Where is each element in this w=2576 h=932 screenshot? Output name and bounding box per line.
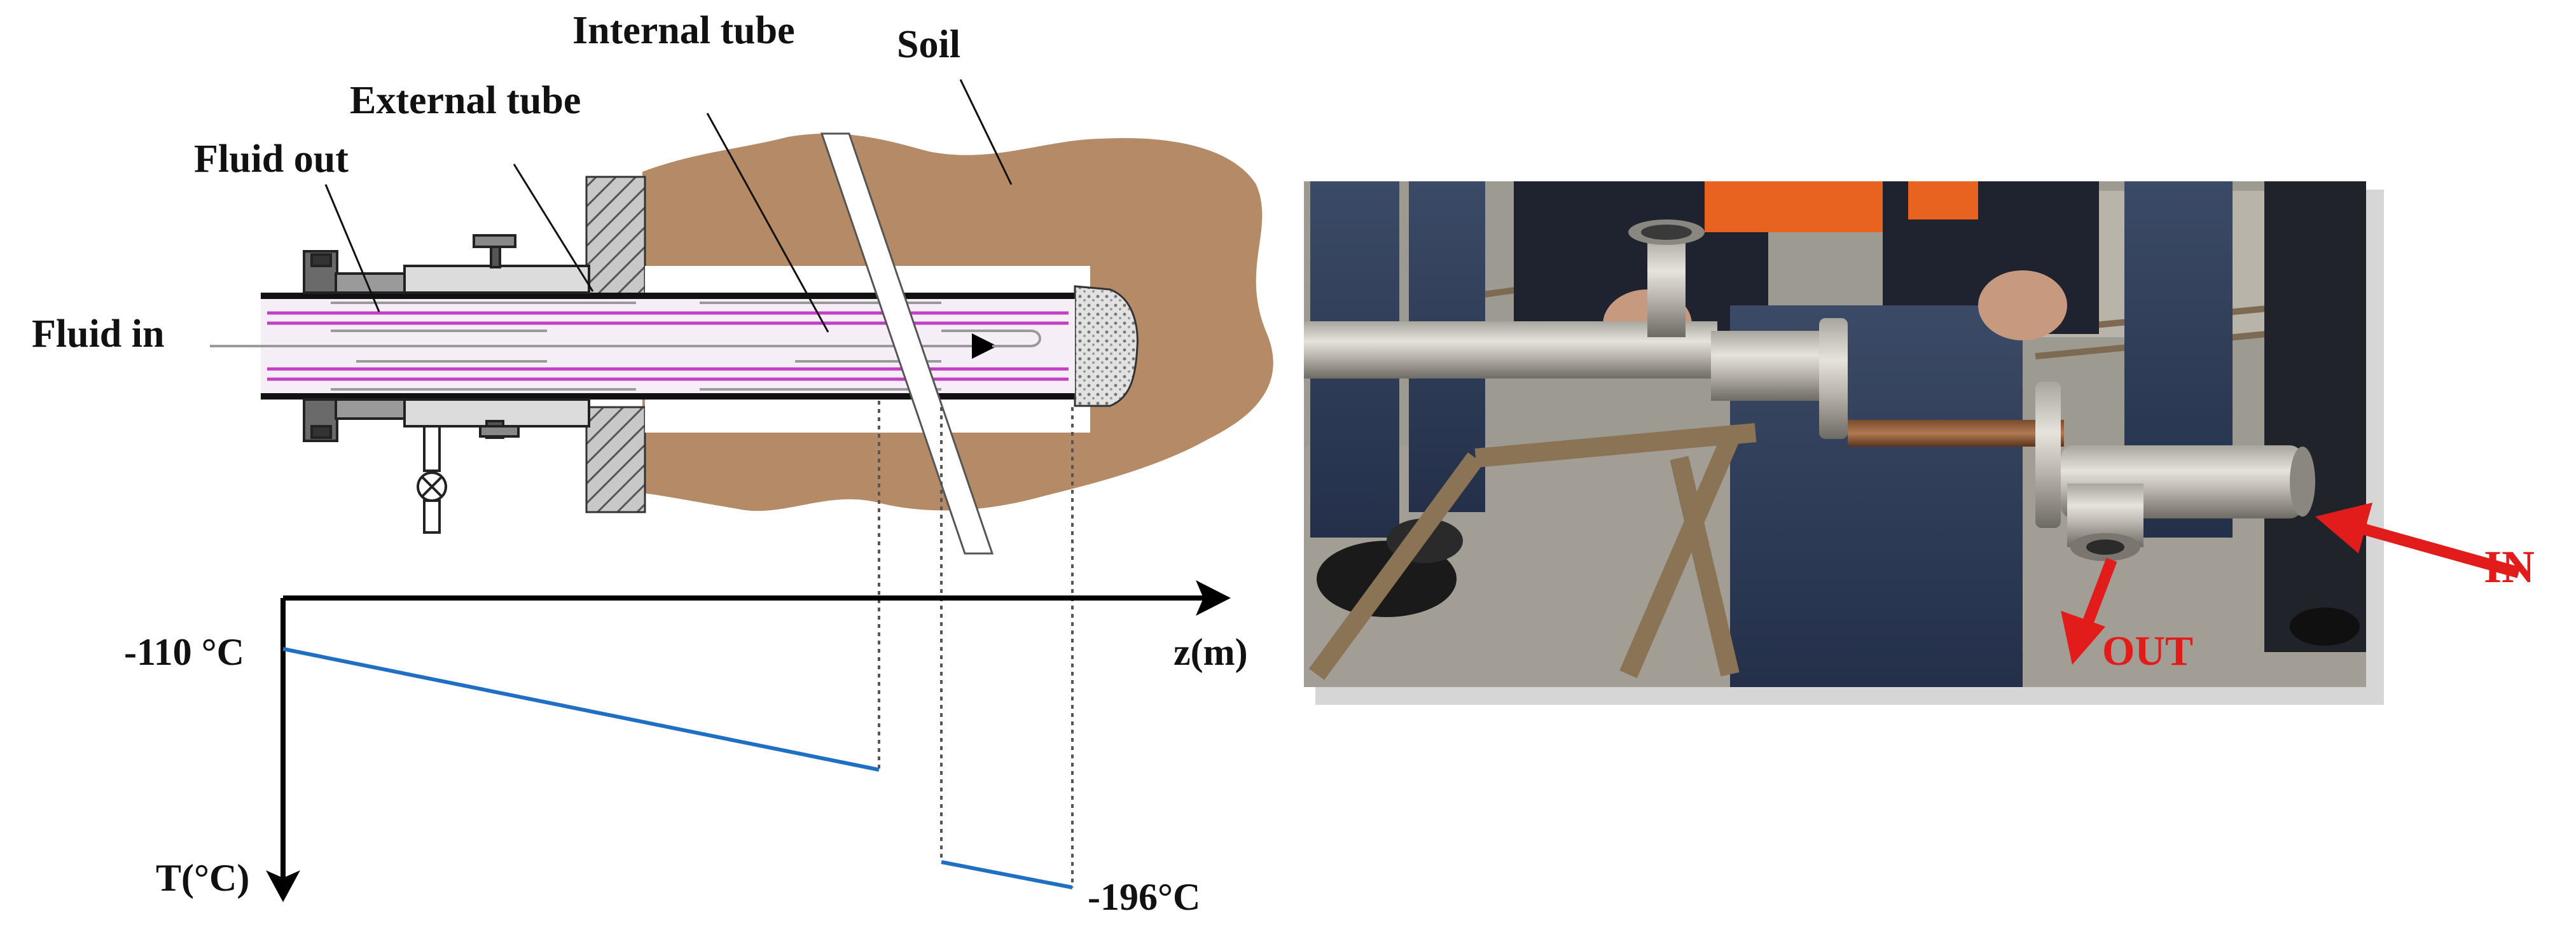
photo-inner-rod: [1848, 420, 2064, 447]
section-break: [820, 132, 994, 555]
temp-start-label: -110 °C: [124, 631, 244, 673]
label-leaders: [324, 79, 1013, 333]
out-arrow-head: [2061, 611, 2105, 665]
soil-label: Soil: [897, 23, 960, 66]
temperature-axes: [266, 580, 1231, 902]
in-label: IN: [2484, 541, 2535, 592]
external-tube-wall-top: [261, 293, 1088, 299]
z-axis-arrowhead: [1196, 580, 1231, 616]
internal-tube: [267, 311, 1069, 381]
profile-segment-1: [282, 647, 880, 772]
internal-tube-label: Internal tube: [572, 9, 795, 52]
ground-probe-diagram: Internal tube Soil External tube Fluid o…: [32, 9, 1273, 918]
t-axis-arrowhead: [266, 870, 300, 902]
external-tube-label: External tube: [350, 79, 581, 122]
concrete-wall-upper: [585, 176, 646, 302]
external-tube-end-cap: [1074, 285, 1139, 407]
profile-segment-2: [941, 860, 1073, 889]
external-tube-wall-bottom: [261, 393, 1088, 400]
temp-end-label: -196°C: [1088, 876, 1200, 918]
probe-photo: IN OUT: [1304, 181, 2535, 705]
valve: [417, 425, 447, 534]
out-arrow-line: [2081, 557, 2117, 629]
z-axis-label: z(m): [1174, 631, 1248, 673]
photo-arrows: [2061, 503, 2521, 665]
t-axis-label: T(°C): [156, 857, 249, 899]
in-arrow-head: [2315, 503, 2372, 553]
out-label: OUT: [2102, 628, 2193, 674]
fluid-in-label: Fluid in: [32, 312, 165, 356]
concrete-wall-lower: [585, 406, 646, 513]
tube-head-fittings: [303, 234, 590, 442]
fluid-out-label: Fluid out: [194, 137, 349, 181]
in-arrow-line: [2358, 522, 2521, 578]
temperature-profile: [282, 647, 1073, 889]
projection-lines: [878, 401, 1074, 887]
